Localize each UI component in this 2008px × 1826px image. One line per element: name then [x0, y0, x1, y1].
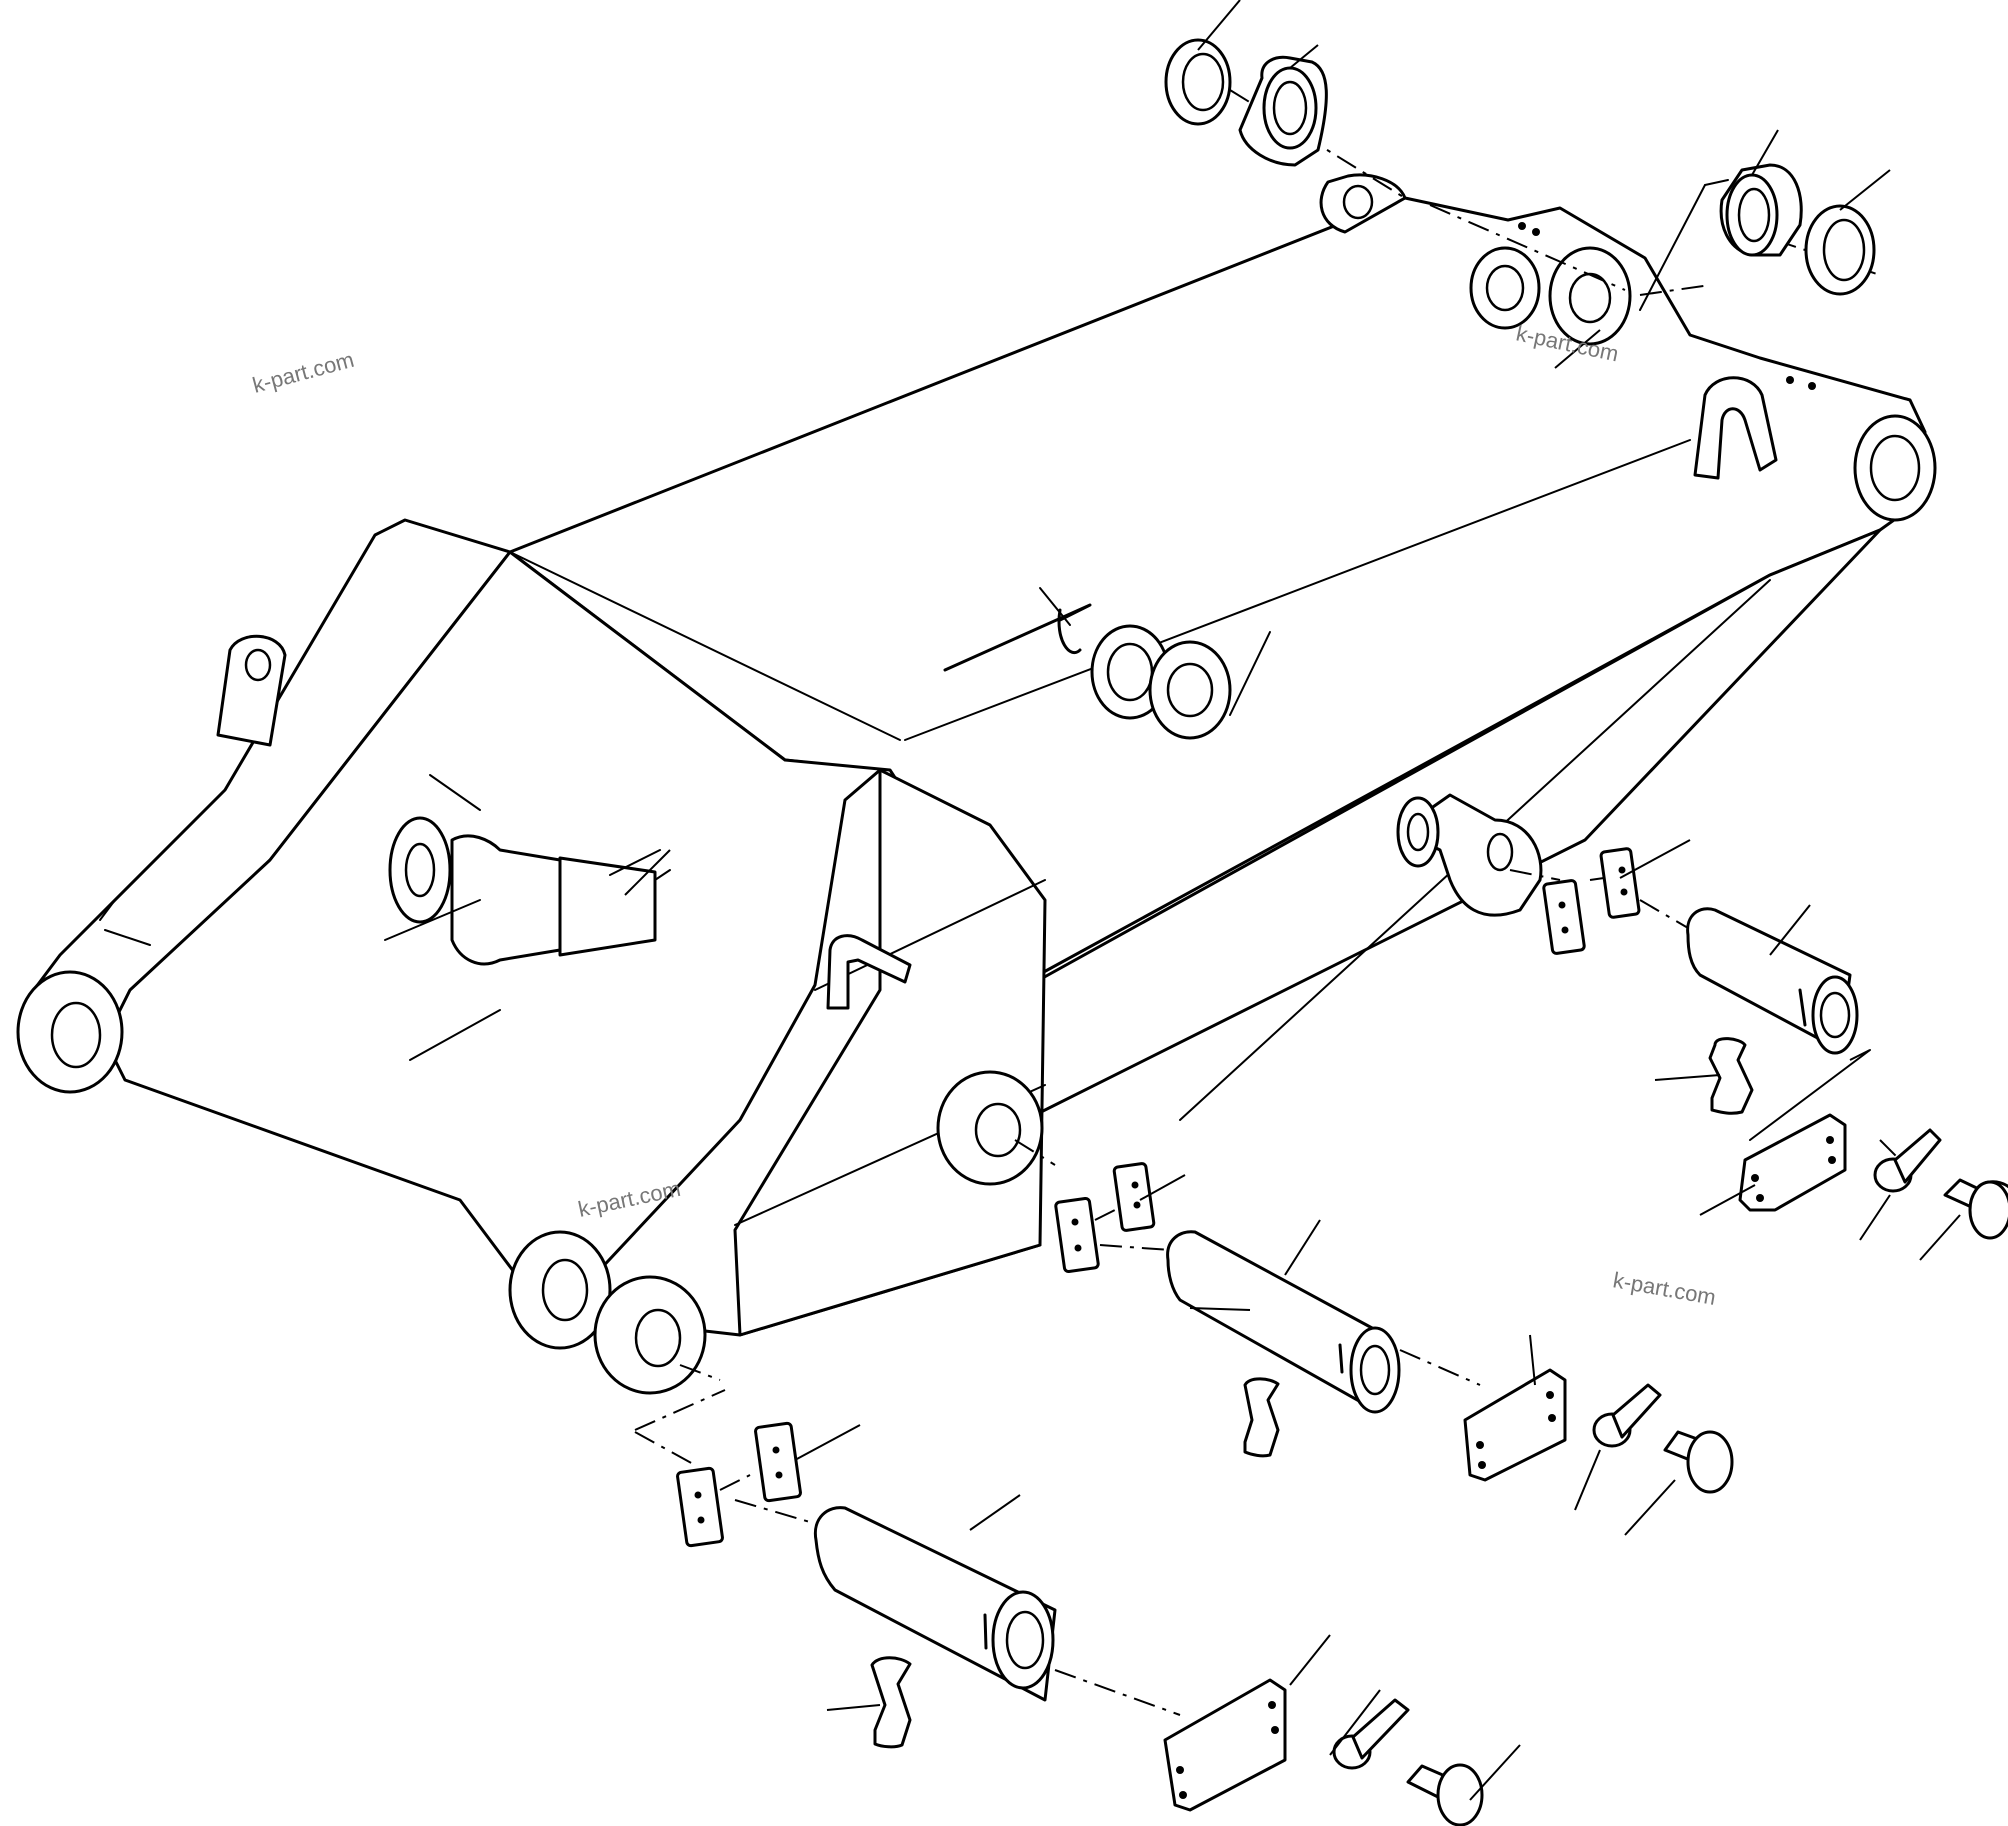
lifting-hook-side [826, 934, 912, 1010]
side-cylinder [384, 774, 671, 1061]
pin-assembly-right [1509, 847, 2008, 1240]
lifting-hook-top [1693, 376, 1778, 480]
left-upper-lug [216, 634, 287, 747]
leader-lines [624, 0, 1961, 1801]
pin-assembly-middle [1014, 1139, 1734, 1494]
left-end-boss [16, 970, 124, 1094]
mid-boss [943, 587, 1271, 740]
watermark-4: k-part.com [1611, 1267, 1718, 1310]
pin-assembly-bottom [634, 1364, 1484, 1826]
lower-lug [1396, 793, 1543, 917]
top-boss [1319, 173, 1632, 346]
tip-boss [1786, 376, 1937, 522]
watermark-1: k-part.com [250, 347, 357, 398]
end-bosses [508, 1070, 1044, 1395]
